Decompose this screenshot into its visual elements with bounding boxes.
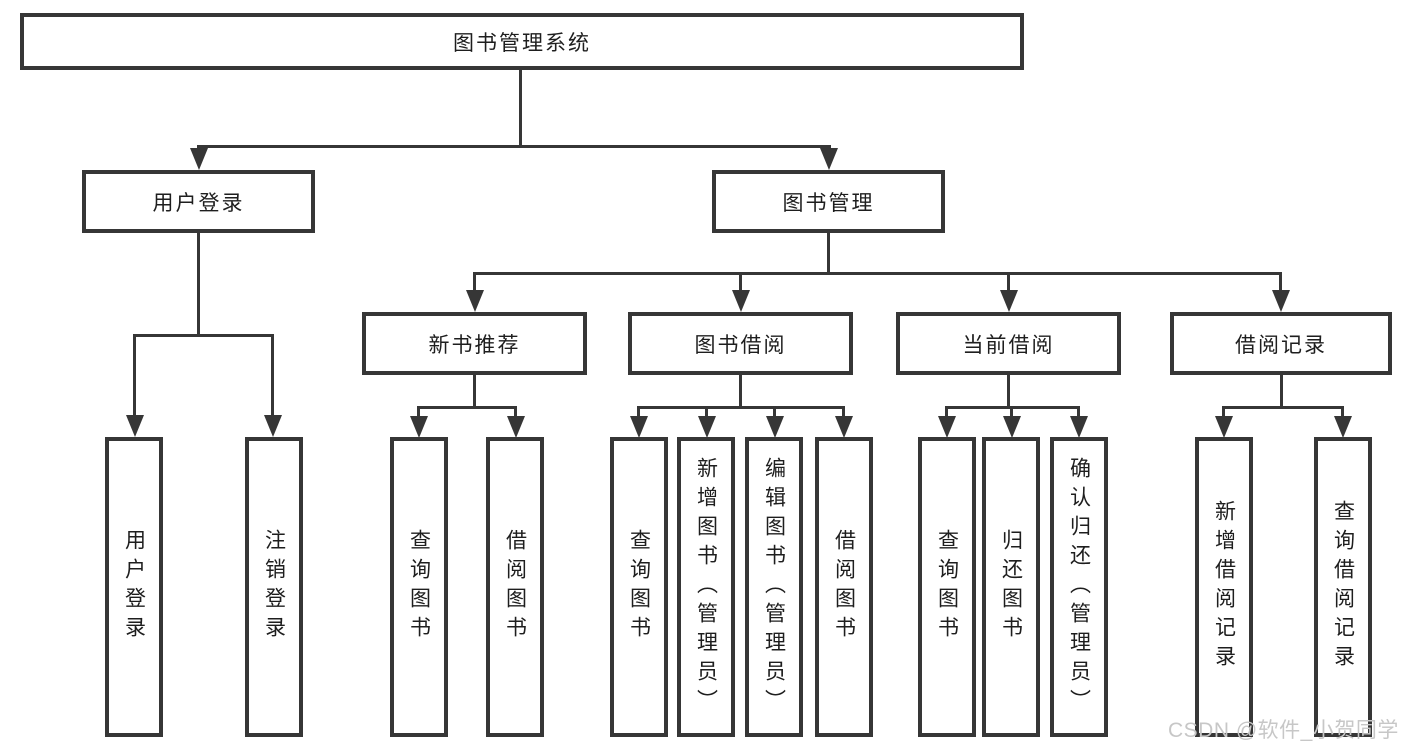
node-book-borrow: 图书借阅 [628,312,853,375]
watermark-csdn: CSDN @软件_小贺同学 [1168,719,1399,742]
node-label: 编辑图书（管理员） [762,456,786,718]
connector-current-stem [1007,375,1010,409]
arrow-to-leaf-user-login [125,334,144,437]
node-label: 借阅图书 [832,529,856,645]
arrow-to-query-books-3 [937,406,956,438]
node-label: 图书管理 [782,191,875,215]
node-label: 图书管理系统 [453,31,591,55]
arrow-to-leaf-logout [263,334,282,437]
node-label: 用户登录 [122,529,146,645]
connector-recommend-stem [473,375,476,409]
node-label: 当前借阅 [962,333,1055,357]
leaf-add-borrow-record: 新增借阅记录 [1195,437,1253,737]
arrow-to-return-book [1002,406,1021,438]
arrow-to-current-borrow [999,272,1018,312]
connector-borrow-stem [739,375,742,409]
arrow-to-new-book-recommend [465,272,484,312]
leaf-logout: 注销登录 [245,437,303,737]
leaf-borrow-books-2: 借阅图书 [815,437,873,737]
leaf-confirm-return-admin: 确认归还（管理员） [1050,437,1108,737]
arrow-to-query-books-2 [629,406,648,438]
node-borrow-records: 借阅记录 [1170,312,1392,375]
arrow-to-add-borrow-record [1214,406,1233,438]
node-user-login: 用户登录 [82,170,315,233]
node-label: 图书借阅 [694,333,787,357]
node-book-management: 图书管理 [712,170,945,233]
connector-root-stem [519,70,522,148]
connector-user-login-stem [197,233,200,337]
node-label: 查询借阅记录 [1331,500,1355,674]
node-label: 查询图书 [935,529,959,645]
node-label: 新增借阅记录 [1212,500,1236,674]
node-label: 查询图书 [627,529,651,645]
leaf-query-books-3: 查询图书 [918,437,976,737]
arrow-to-book-borrow [731,272,750,312]
leaf-query-borrow-record: 查询借阅记录 [1314,437,1372,737]
connector-records-stem [1280,375,1283,409]
arrow-to-confirm-return [1069,406,1088,438]
connector-book-mgmt-branch [473,272,1282,275]
leaf-borrow-books-1: 借阅图书 [486,437,544,737]
leaf-user-login: 用户登录 [105,437,163,737]
connector-book-mgmt-stem [827,233,830,275]
arrow-to-borrow-books-1 [506,406,525,438]
arrow-to-edit-book-admin [765,406,784,438]
node-label: 用户登录 [152,191,245,215]
arrow-to-borrow-records [1271,272,1290,312]
node-library-management-system: 图书管理系统 [20,13,1024,70]
node-label: 注销登录 [262,529,286,645]
node-label: 归还图书 [999,529,1023,645]
connector-borrow-branch [637,406,845,409]
leaf-return-book: 归还图书 [982,437,1040,737]
node-label: 新书推荐 [428,333,521,357]
node-label: 查询图书 [407,529,431,645]
leaf-query-books-2: 查询图书 [610,437,668,737]
arrow-to-add-book-admin [697,406,716,438]
arrow-to-book-management [819,145,838,170]
node-label: 借阅图书 [503,529,527,645]
connector-root-branch [197,145,831,148]
arrow-to-query-books-1 [409,406,428,438]
node-label: 借阅记录 [1235,333,1327,357]
leaf-add-book-admin: 新增图书（管理员） [677,437,735,737]
leaf-query-books-1: 查询图书 [390,437,448,737]
connector-records-branch [1222,406,1344,409]
node-label: 确认归还（管理员） [1067,456,1091,718]
connector-recommend-branch [417,406,517,409]
arrow-to-user-login [189,145,208,170]
arrow-to-query-borrow-record [1333,406,1352,438]
node-current-borrow: 当前借阅 [896,312,1121,375]
connector-user-login-branch [133,334,274,337]
leaf-edit-book-admin: 编辑图书（管理员） [745,437,803,737]
node-new-book-recommend: 新书推荐 [362,312,587,375]
node-label: 新增图书（管理员） [694,456,718,718]
arrow-to-borrow-books-2 [834,406,853,438]
